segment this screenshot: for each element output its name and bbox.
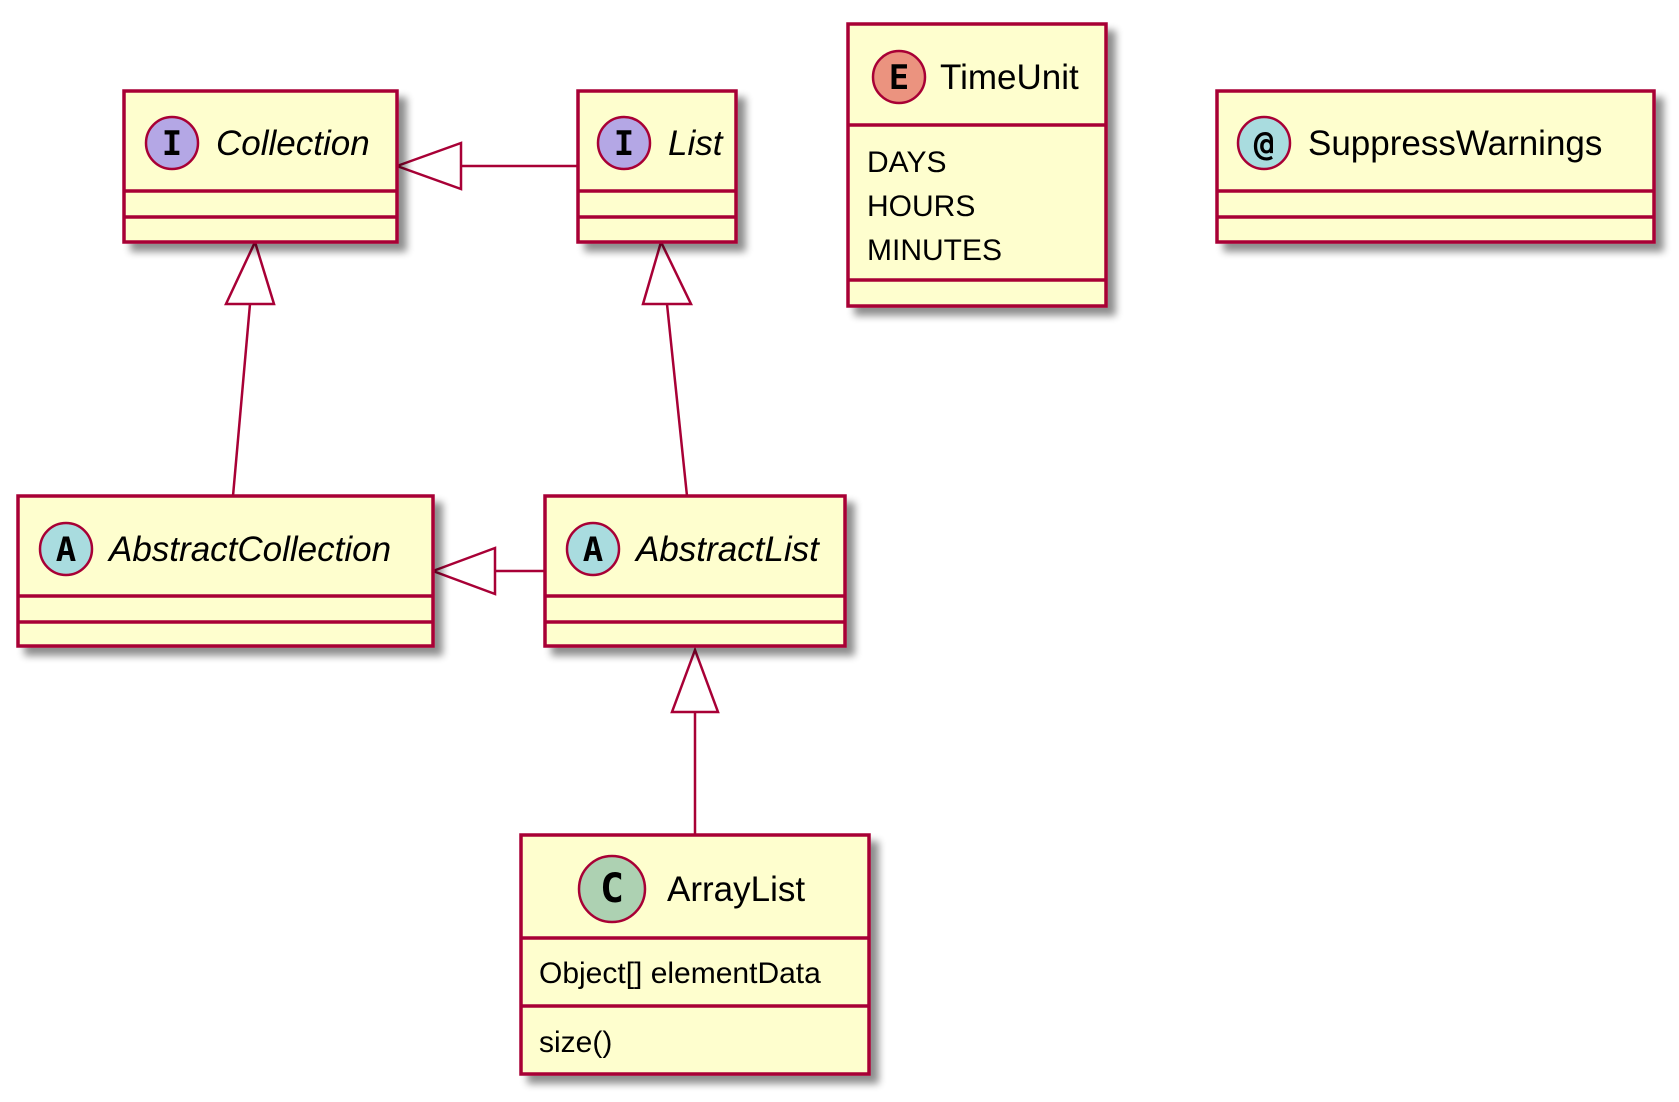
interface-badge-icon bbox=[144, 115, 200, 171]
relation-abstractlist-abstractcollection bbox=[429, 546, 545, 596]
relation-list-collection bbox=[393, 141, 578, 191]
badge-letter: E bbox=[889, 58, 909, 98]
class-name: ArrayList bbox=[667, 870, 805, 909]
badge-letter: I bbox=[162, 124, 182, 164]
abstract-badge-icon bbox=[565, 521, 621, 577]
class-name: SuppressWarnings bbox=[1308, 124, 1602, 163]
class-name: TimeUnit bbox=[940, 58, 1079, 97]
badge-letter: @ bbox=[1254, 124, 1274, 164]
class-name: AbstractList bbox=[634, 530, 820, 569]
badge-letter: A bbox=[56, 530, 76, 570]
badge-letter: C bbox=[600, 866, 624, 912]
class-name: AbstractCollection bbox=[107, 530, 391, 569]
annotation-suppresswarnings[interactable]: @ SuppressWarnings bbox=[1215, 89, 1656, 244]
class-name: Collection bbox=[216, 124, 370, 163]
class-abstractcollection[interactable]: A AbstractCollection bbox=[16, 494, 435, 648]
class-name: List bbox=[668, 124, 724, 163]
enum-value: MINUTES bbox=[867, 234, 1002, 267]
enum-badge-icon bbox=[871, 49, 927, 105]
badge-letter: I bbox=[614, 124, 634, 164]
class-arraylist[interactable]: C ArrayList Object[] elementData size() bbox=[519, 833, 871, 1076]
relation-abstractlist-list bbox=[641, 238, 693, 497]
badge-letter: A bbox=[583, 530, 603, 570]
relation-arraylist-abstractlist bbox=[670, 646, 720, 835]
enum-timeunit[interactable]: E TimeUnit DAYS HOURS MINUTES bbox=[846, 22, 1108, 308]
enum-value: DAYS bbox=[867, 146, 946, 179]
class-field: Object[] elementData bbox=[539, 957, 821, 990]
class-list[interactable]: I List bbox=[576, 89, 738, 244]
class-method: size() bbox=[539, 1026, 612, 1059]
class-badge-icon bbox=[577, 854, 647, 924]
annotation-badge-icon bbox=[1236, 115, 1292, 171]
class-abstractlist[interactable]: A AbstractList bbox=[543, 494, 847, 648]
class-collection[interactable]: I Collection bbox=[122, 89, 399, 244]
interface-badge-icon bbox=[596, 115, 652, 171]
abstract-badge-icon bbox=[38, 521, 94, 577]
enum-value: HOURS bbox=[867, 190, 975, 223]
relation-abstractcollection-collection bbox=[224, 238, 276, 497]
